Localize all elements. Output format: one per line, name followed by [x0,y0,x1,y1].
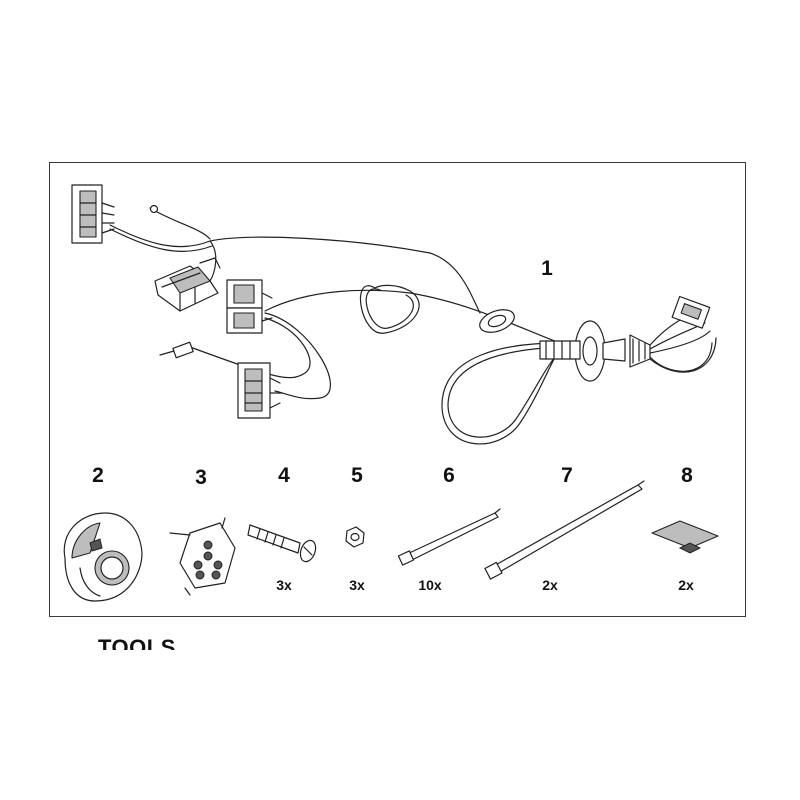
part-number-2: 2 [92,464,104,487]
part-number-7: 7 [561,464,573,487]
long-cable-tie-icon [484,480,645,580]
part-quantity-4: 3x [276,577,292,593]
adhesive-pad-icon [651,520,719,554]
parts-diagram [63,184,719,602]
wiring-harness-icon [71,184,717,445]
part-quantity-5: 3x [349,577,365,593]
trailer-socket-icon [63,512,143,602]
part-quantity-6: 10x [418,577,442,593]
parts-diagram-frame: 1 2 3 4 5 6 7 8 3x 3x 10x 2x 2x [49,162,746,617]
socket-insert-icon [169,517,236,596]
tools-heading: TOOLS [98,635,176,650]
part-number-3: 3 [195,466,207,489]
bolt-icon [247,524,317,563]
part-number-1: 1 [541,257,553,280]
part-number-8: 8 [681,464,693,487]
part-number-5: 5 [351,464,363,487]
cable-tie-icon [397,508,501,566]
part-number-6: 6 [443,464,455,487]
nut-icon [345,526,365,548]
part-quantity-7: 2x [542,577,558,593]
part-quantity-8: 2x [678,577,694,593]
part-number-4: 4 [278,464,290,487]
